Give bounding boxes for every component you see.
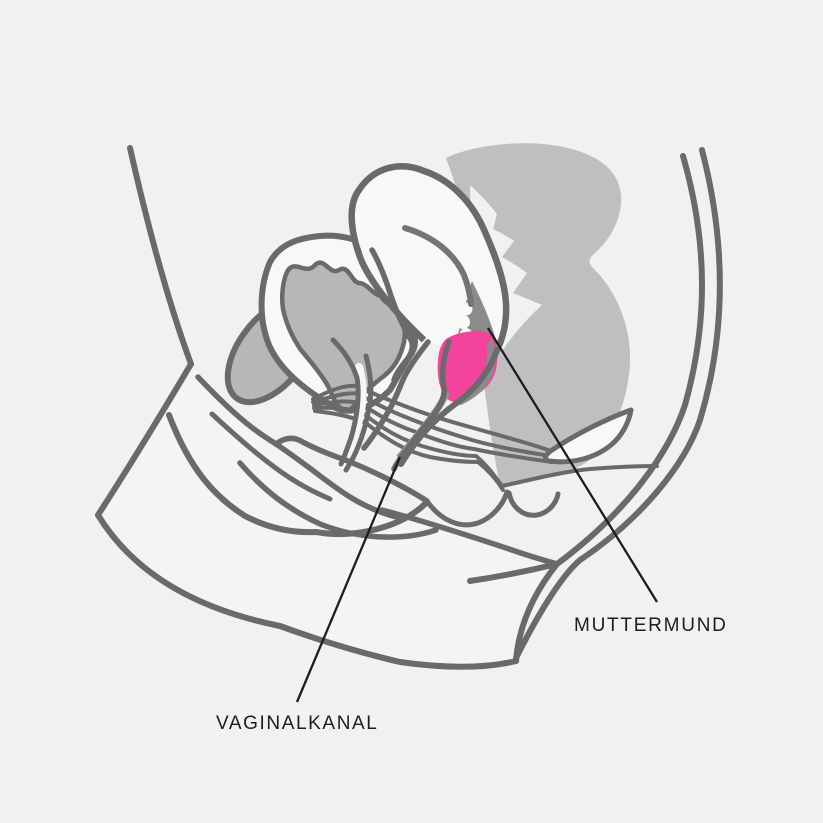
svg-text:MUTTERMUND: MUTTERMUND [574,615,728,636]
svg-text:VAGINALKANAL: VAGINALKANAL [216,713,378,734]
